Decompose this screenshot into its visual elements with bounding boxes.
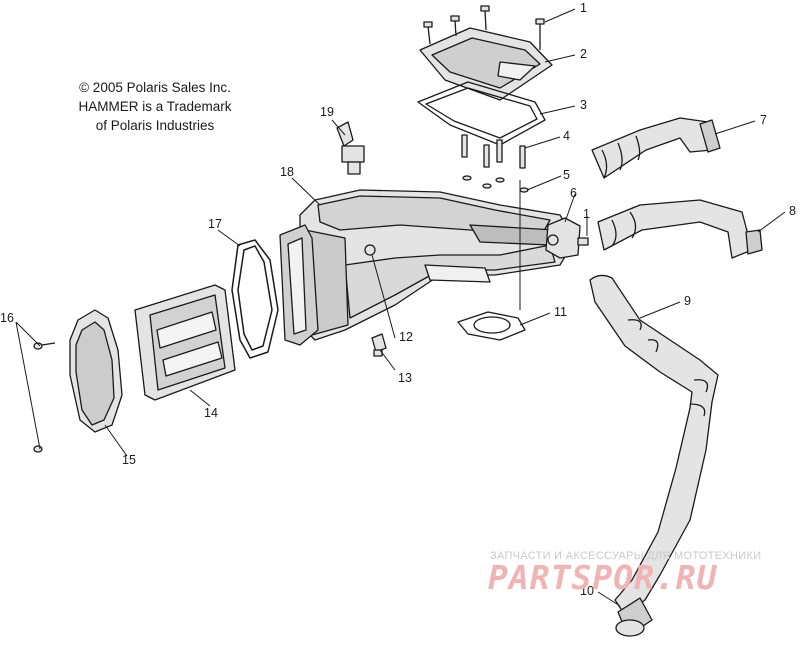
part-11-gasket (457, 311, 526, 341)
part-17-seal (231, 239, 279, 359)
trademark-line: HAMMER is a Trademark (78, 99, 232, 114)
part-13-plug (371, 333, 387, 357)
part-2-top-cover (419, 27, 553, 101)
part-19-sensor (336, 121, 365, 175)
callout-19: 19 (320, 105, 334, 119)
callout-2: 2 (580, 47, 587, 61)
callout-6: 6 (570, 186, 577, 200)
part-14-filter (134, 284, 236, 401)
part-3-gasket (417, 81, 546, 146)
part-8-hose (597, 199, 763, 259)
part-1-screws (423, 5, 545, 50)
callout-1: 1 (580, 1, 587, 15)
callout-9: 9 (684, 294, 691, 308)
watermark-logo: PARTSPOR.RU (488, 558, 718, 597)
part-9-long-hose (589, 274, 719, 616)
callout-4: 4 (563, 129, 570, 143)
part-6-component (545, 217, 589, 259)
callout-11: 11 (554, 305, 567, 319)
leader-lines (15, 8, 786, 607)
callout-1b: 1 (583, 207, 590, 221)
part-10-hose-end (615, 597, 653, 637)
part-4-bolts (461, 134, 526, 169)
callout-18: 18 (280, 165, 294, 179)
callout-5: 5 (563, 168, 570, 182)
copyright-notice: © 2005 Polaris Sales Inc. HAMMER is a Tr… (60, 78, 250, 135)
part-18-airbox-body (299, 189, 576, 341)
trademark-owner-line: of Polaris Industries (95, 118, 215, 133)
watermark-tagline: ЗАПЧАСТИ И АКСЕССУАРЫ ДЛЯ МОТОТЕХНИКИ (490, 550, 762, 562)
callout-labels: 1 2 3 4 5 6 1 7 8 9 10 11 12 13 14 15 16… (0, 1, 796, 598)
callout-15: 15 (122, 453, 136, 467)
callout-3: 3 (580, 98, 587, 112)
part-12-grommet (364, 244, 376, 256)
callout-8: 8 (789, 204, 796, 218)
part-15-cover (69, 309, 123, 433)
part-5-washers (462, 175, 529, 193)
callout-7: 7 (760, 113, 767, 127)
callout-10: 10 (580, 584, 594, 598)
callout-12: 12 (399, 330, 413, 344)
copyright-line: © 2005 Polaris Sales Inc. (79, 80, 231, 95)
part-7-hose (591, 117, 721, 179)
part-18-frame (279, 224, 319, 346)
callout-17: 17 (208, 217, 222, 231)
callout-14: 14 (204, 406, 218, 420)
callout-16: 16 (0, 311, 14, 325)
callout-13: 13 (398, 371, 412, 385)
